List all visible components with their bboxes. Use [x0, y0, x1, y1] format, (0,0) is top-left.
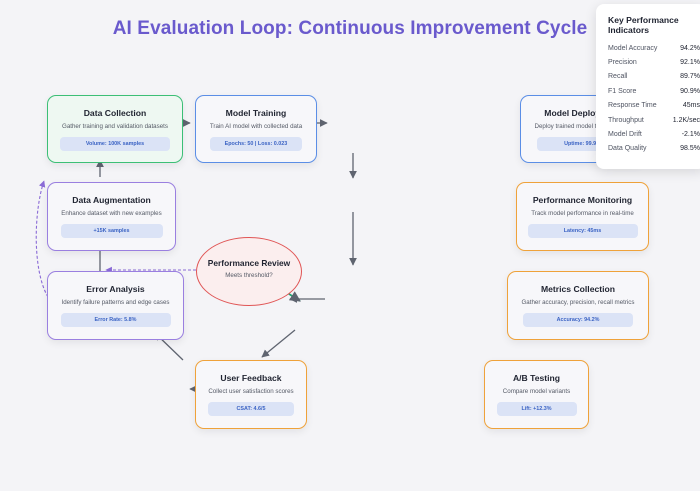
- kpi-value: 98.5%: [680, 145, 700, 153]
- node-desc: Collect user satisfaction scores: [208, 388, 294, 395]
- kpi-value: 94.2%: [680, 44, 700, 52]
- node-ab-testing[interactable]: A/B Testing Compare model variants Lift:…: [484, 360, 589, 429]
- node-desc: Enhance dataset with new examples: [61, 210, 162, 217]
- node-title: Metrics Collection: [540, 284, 616, 294]
- node-desc: Train AI model with collected data: [209, 123, 303, 130]
- node-title: Model Training: [225, 108, 287, 118]
- arrow-to-feedback: [261, 329, 296, 358]
- node-metric: Epochs: 50 | Loss: 0.023: [210, 137, 302, 151]
- node-desc: Deploy trained model to production: [534, 123, 631, 130]
- node-metric: Volume: 100K samples: [60, 137, 170, 151]
- node-error-analysis[interactable]: Error Analysis Identify failure patterns…: [47, 271, 184, 340]
- node-title: Model Deployment: [544, 108, 621, 118]
- node-metric: Error Rate: 5.8%: [60, 313, 171, 327]
- kpi-row: Precision 92.1%: [608, 55, 700, 69]
- kpi-value: 92.1%: [680, 59, 700, 67]
- node-metric: Latency: 45ms: [527, 224, 638, 238]
- kpi-row: F1 Score 90.9%: [608, 84, 700, 98]
- node-title: Data Augmentation: [72, 195, 151, 205]
- kpi-label: Model Drift: [608, 131, 642, 139]
- node-metric: Accuracy: 94.2%: [523, 313, 633, 327]
- node-desc: Identify failure patterns and edge cases: [61, 299, 170, 306]
- node-title: Performance Review: [207, 258, 291, 268]
- kpi-label: Precision: [608, 59, 637, 67]
- node-metric: Lift: +12.3%: [496, 402, 577, 416]
- node-user-feedback[interactable]: User Feedback Collect user satisfaction …: [195, 360, 307, 429]
- kpi-row: Throughput 1.2K/sec: [608, 113, 700, 127]
- kpi-value: 90.9%: [680, 87, 700, 95]
- node-performance-review[interactable]: Performance Review Meets threshold?: [196, 237, 302, 306]
- kpi-row: Recall 89.7%: [608, 70, 700, 84]
- kpi-row: Data Quality 98.5%: [608, 142, 700, 156]
- kpi-label: Data Quality: [608, 145, 647, 153]
- node-data-collection[interactable]: Data Collection Gather training and vali…: [47, 95, 183, 163]
- kpi-label: F1 Score: [608, 87, 637, 95]
- node-title: Performance Monitoring: [532, 195, 633, 205]
- kpi-label: Recall: [608, 73, 628, 81]
- node-metric: CSAT: 4.6/5: [208, 402, 294, 416]
- kpi-row: Model Accuracy 94.2%: [608, 41, 700, 55]
- kpi-value: -2.1%: [681, 131, 700, 139]
- node-desc: Compare model variants: [502, 388, 571, 395]
- kpi-panel: Key Performance Indicators Model Accurac…: [596, 4, 700, 169]
- node-model-training[interactable]: Model Training Train AI model with colle…: [195, 95, 317, 163]
- node-data-augmentation[interactable]: Data Augmentation Enhance dataset with n…: [47, 182, 176, 251]
- node-title: A/B Testing: [512, 373, 561, 383]
- kpi-label: Throughput: [608, 116, 644, 124]
- kpi-value: 45ms: [682, 102, 700, 110]
- node-performance-monitoring[interactable]: Performance Monitoring Track model perfo…: [516, 182, 649, 251]
- kpi-value: 1.2K/sec: [672, 116, 700, 124]
- node-title: User Feedback: [220, 373, 282, 383]
- kpi-label: Model Accuracy: [608, 44, 658, 52]
- arrow-error-loop-dashed: [35, 180, 49, 298]
- node-metric: +15K samples: [60, 224, 163, 238]
- kpi-label: Response Time: [608, 102, 657, 110]
- kpi-row: Model Drift -2.1%: [608, 127, 700, 141]
- diagram-title: AI Evaluation Loop: Continuous Improveme…: [112, 18, 588, 39]
- node-desc: Meets threshold?: [225, 272, 273, 279]
- kpi-row: Response Time 45ms: [608, 99, 700, 113]
- node-title: Data Collection: [83, 108, 147, 118]
- node-desc: Gather accuracy, precision, recall metri…: [521, 299, 635, 306]
- kpi-value: 89.7%: [680, 73, 700, 81]
- node-desc: Gather training and validation datasets: [62, 123, 168, 130]
- kpi-title: Key Performance Indicators: [608, 15, 679, 35]
- node-desc: Track model performance in real-time: [531, 210, 634, 217]
- node-metrics-collection[interactable]: Metrics Collection Gather accuracy, prec…: [507, 271, 649, 340]
- node-title: Error Analysis: [86, 284, 145, 294]
